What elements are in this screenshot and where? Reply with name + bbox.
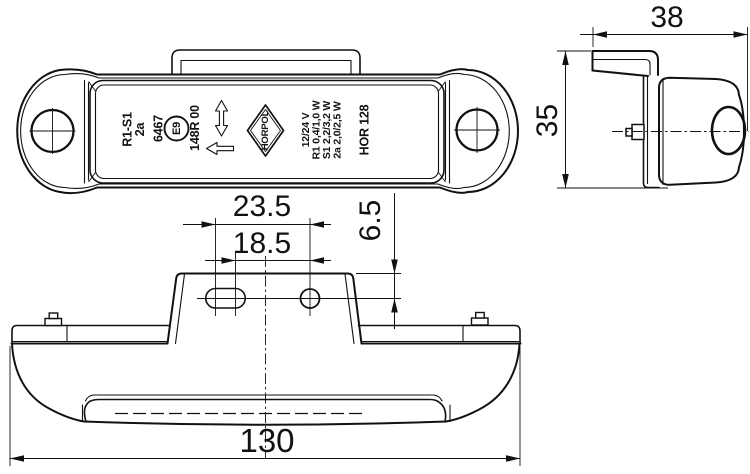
dimension-6-5: 6.5: [354, 193, 401, 329]
updown-arrow-icon: [214, 99, 229, 137]
svg-text:E9: E9: [171, 122, 183, 135]
mounting-hole-left: [29, 108, 76, 154]
svg-text:35: 35: [531, 104, 564, 137]
label-panel: [89, 79, 445, 184]
label-approval-number: 6467: [152, 115, 166, 142]
horpol-logo-icon: HORPOL: [246, 104, 285, 157]
dimension-18-5: 18.5: [205, 227, 331, 264]
label-rating-2a: 2a 2,0/2,5 W: [332, 101, 344, 158]
label-rating-r1: R1 0,4/1,0 W: [311, 100, 323, 159]
svg-text:18.5: 18.5: [233, 227, 291, 260]
svg-text:23.5: 23.5: [233, 190, 291, 223]
front-inner-outline: [20, 72, 510, 190]
side-lens-ellipse: [710, 105, 747, 156]
label-regulation: 148R 00: [188, 105, 202, 151]
side-bracket-hook: [591, 50, 660, 189]
svg-text:38: 38: [650, 1, 683, 34]
left-arrow-icon: [205, 141, 235, 156]
slot-hole: [204, 287, 247, 309]
svg-text:HORPOL: HORPOL: [260, 110, 271, 150]
side-view: 38 35: [531, 1, 749, 189]
svg-text:130: 130: [239, 422, 294, 459]
front-outline: [16, 68, 519, 195]
dimension-38: 38: [580, 1, 748, 131]
label-model: HOR 128: [358, 104, 372, 155]
stud-right: [470, 311, 489, 326]
mounting-hole-right: [454, 107, 500, 153]
connector-stub: [625, 123, 645, 141]
bottom-bracket: [166, 272, 363, 345]
label-category-1: R1-S1: [121, 112, 135, 147]
bottom-lens-contour: [81, 394, 451, 423]
stud-left: [44, 312, 63, 327]
dimension-23-5: 23.5: [183, 190, 331, 228]
e-mark-icon: E9: [163, 115, 190, 142]
round-hole: [299, 288, 321, 309]
label-rating-voltage: 12/24 V: [300, 112, 312, 147]
label-rating-s1: S1 2,2/3,2 W: [321, 101, 333, 160]
front-view: R1-S1 2a 6467 E9 148R 00 HORPOL 12/24 V …: [16, 49, 519, 195]
dimension-130: 130: [9, 346, 521, 466]
bottom-flange: [10, 324, 522, 345]
bottom-view: 23.5 18.5 6.5: [9, 190, 522, 466]
bottom-body-outline: [11, 342, 521, 426]
label-category-2: 2a: [133, 122, 147, 137]
front-tab: [171, 49, 361, 76]
svg-text:6.5: 6.5: [354, 200, 387, 242]
